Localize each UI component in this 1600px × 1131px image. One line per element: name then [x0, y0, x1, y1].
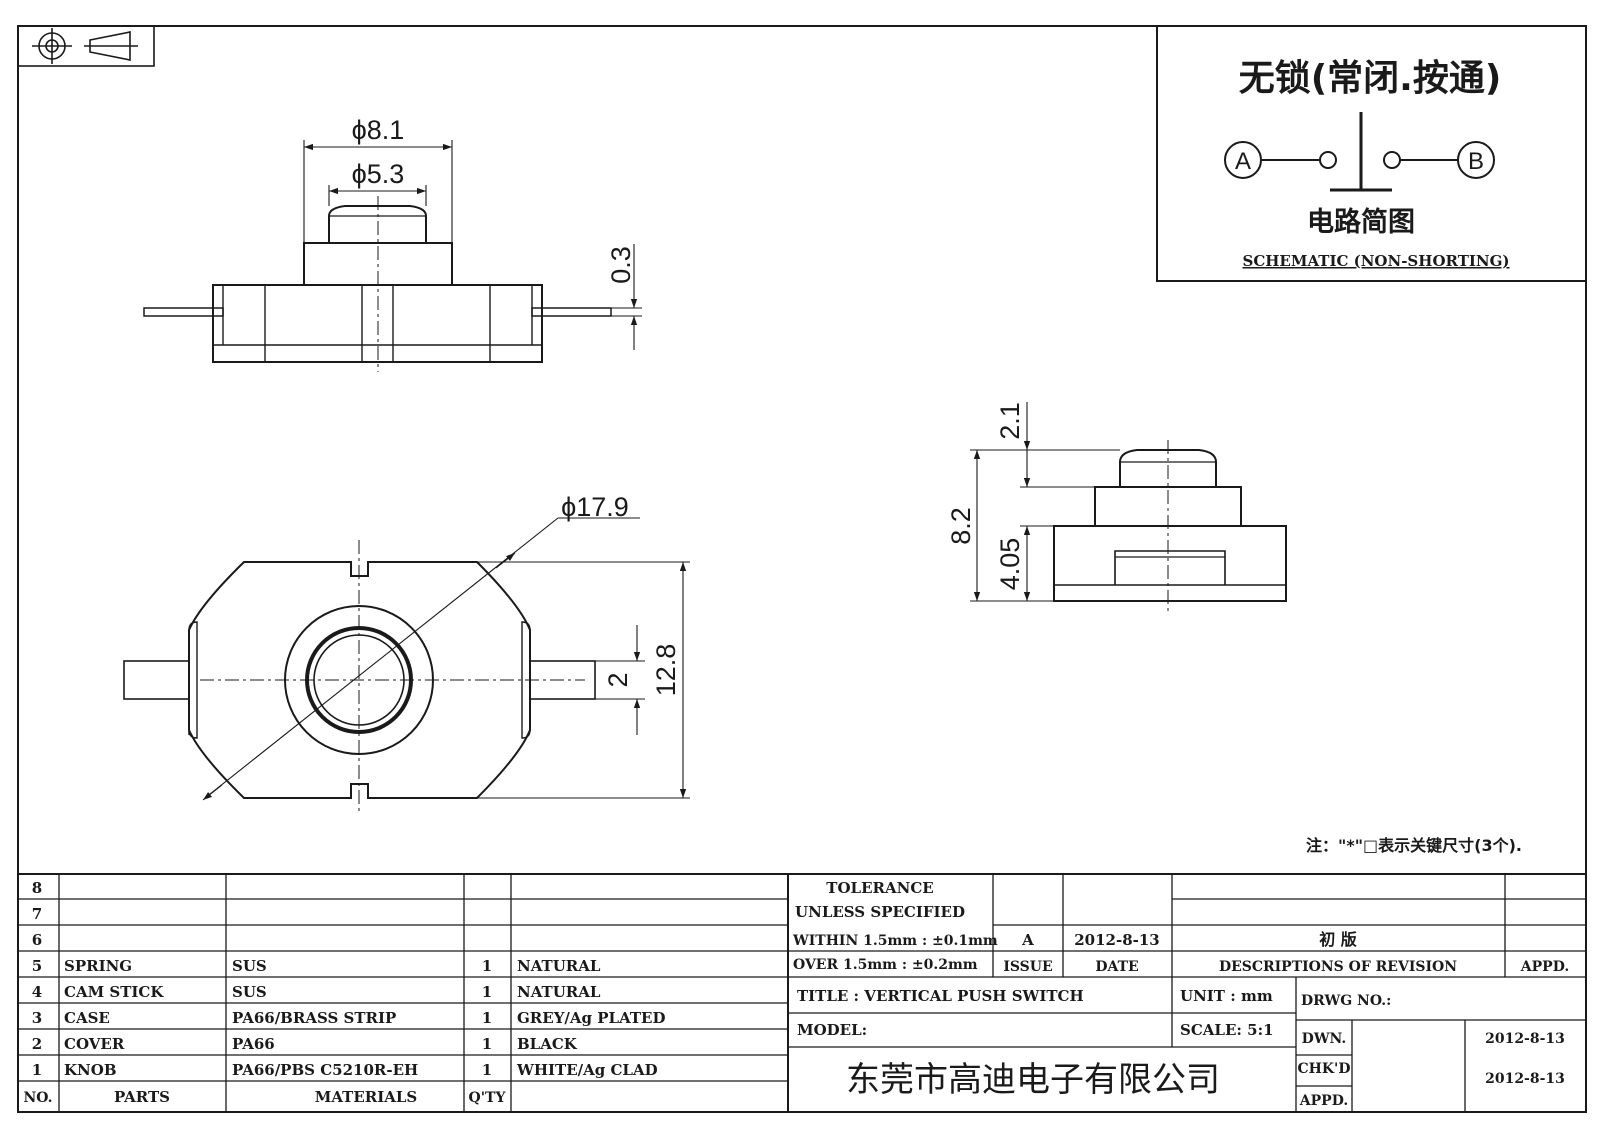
- side-view-dimension-lines: [970, 402, 1120, 602]
- svg-text:1: 1: [482, 1009, 492, 1027]
- svg-text:SUS: SUS: [232, 957, 267, 975]
- svg-text:DATE: DATE: [1095, 959, 1138, 975]
- svg-text:GREY/Ag PLATED: GREY/Ag PLATED: [517, 1009, 666, 1027]
- revision-block: A 2012-8-13 初 版 ISSUE DATE DESCRIPTIONS …: [1003, 930, 1569, 975]
- svg-text:DESCRIPTIONS OF REVISION: DESCRIPTIONS OF REVISION: [1219, 959, 1457, 975]
- svg-text:CHK'D: CHK'D: [1298, 1061, 1351, 1077]
- svg-text:1: 1: [482, 983, 492, 1001]
- svg-text:DRWG NO.:: DRWG NO.:: [1301, 993, 1391, 1009]
- svg-text:5: 5: [32, 957, 42, 975]
- svg-text:APPD.: APPD.: [1520, 959, 1569, 975]
- projection-symbol-icon: [17, 25, 155, 67]
- top-view-centerlines: [200, 540, 585, 815]
- dim-body-diameter: ϕ17.9: [561, 492, 629, 522]
- title-block: TITLE : VERTICAL PUSH SWITCH UNIT : mm D…: [797, 987, 1565, 1109]
- svg-text:PA66/PBS C5210R-EH: PA66/PBS C5210R-EH: [232, 1061, 418, 1079]
- svg-text:DWN.: DWN.: [1302, 1031, 1347, 1047]
- company-name: 东莞市高迪电子有限公司: [846, 1060, 1220, 1100]
- svg-text:MATERIALS: MATERIALS: [315, 1088, 418, 1106]
- tolerance-block: TOLERANCE UNLESS SPECIFIED WITHIN 1.5mm …: [792, 879, 998, 973]
- parts-table: 8 7 6 5 SPRING SUS 1 NATURAL 4 CAM STICK…: [23, 879, 665, 1106]
- svg-text:SUS: SUS: [232, 983, 267, 1001]
- svg-text:BLACK: BLACK: [517, 1035, 578, 1053]
- svg-text:1: 1: [482, 957, 492, 975]
- svg-text:2: 2: [32, 1035, 42, 1053]
- svg-text:2012-8-13: 2012-8-13: [1485, 1071, 1565, 1087]
- svg-text:NATURAL: NATURAL: [517, 957, 601, 975]
- svg-text:1: 1: [32, 1061, 42, 1079]
- svg-text:PA66/BRASS STRIP: PA66/BRASS STRIP: [232, 1009, 396, 1027]
- side-view: [1053, 449, 1287, 602]
- svg-text:3: 3: [32, 1009, 42, 1027]
- svg-text:SCALE: 5:1: SCALE: 5:1: [1180, 1021, 1274, 1039]
- svg-text:WITHIN 1.5mm : ±0.1mm: WITHIN 1.5mm : ±0.1mm: [792, 933, 998, 949]
- table-row: 1 KNOB PA66/PBS C5210R-EH 1 WHITE/Ag CLA…: [32, 1061, 658, 1079]
- svg-text:ISSUE: ISSUE: [1003, 959, 1052, 975]
- svg-text:TOLERANCE: TOLERANCE: [826, 879, 933, 897]
- svg-text:NO.: NO.: [23, 1090, 52, 1106]
- title-block-grid: [18, 873, 1586, 1112]
- svg-text:8: 8: [32, 879, 42, 897]
- svg-text:2012-8-13: 2012-8-13: [1074, 931, 1160, 949]
- terminal-b-label: B: [1468, 148, 1484, 175]
- svg-text:PARTS: PARTS: [114, 1088, 170, 1106]
- svg-text:2012-8-13: 2012-8-13: [1485, 1031, 1565, 1047]
- table-row: 6: [32, 931, 42, 949]
- svg-text:MODEL:: MODEL:: [797, 1021, 867, 1039]
- table-header: NO. PARTS MATERIALS Q'TY: [23, 1088, 506, 1106]
- schematic-caption-cn: 电路简图: [1307, 206, 1415, 238]
- table-row: 7: [32, 905, 42, 923]
- table-row: 4 CAM STICK SUS 1 NATURAL: [32, 983, 601, 1001]
- terminal-a-label: A: [1235, 148, 1251, 175]
- table-row: 2 COVER PA66 1 BLACK: [32, 1035, 578, 1053]
- svg-text:KNOB: KNOB: [64, 1061, 117, 1079]
- drawing-title: TITLE : VERTICAL PUSH SWITCH: [797, 987, 1084, 1005]
- schematic-title: 无锁(常闭.按通): [1239, 58, 1502, 99]
- dim-base-height: 4.05: [995, 538, 1025, 591]
- svg-text:WHITE/Ag CLAD: WHITE/Ag CLAD: [516, 1061, 658, 1079]
- dim-knob-travel: 2.1: [995, 402, 1025, 440]
- schematic-caption-en: SCHEMATIC (NON-SHORTING): [1242, 252, 1509, 270]
- dim-terminal-thickness: 0.3: [606, 246, 636, 284]
- svg-text:7: 7: [32, 905, 42, 923]
- schematic-box: 无锁(常闭.按通) A B 电路简图 SCHEMATIC (NON-SHORTI…: [1156, 25, 1587, 282]
- svg-text:UNIT : mm: UNIT : mm: [1180, 987, 1273, 1005]
- front-view-dimension-lines: [303, 140, 642, 350]
- svg-text:COVER: COVER: [64, 1035, 125, 1053]
- svg-text:初 版: 初 版: [1319, 930, 1357, 949]
- table-row: 3 CASE PA66/BRASS STRIP 1 GREY/Ag PLATED: [32, 1009, 666, 1027]
- svg-text:SPRING: SPRING: [64, 957, 132, 975]
- svg-text:CAM STICK: CAM STICK: [64, 983, 164, 1001]
- table-row: 5 SPRING SUS 1 NATURAL: [32, 957, 601, 975]
- dim-top-inner-diameter: ϕ5.3: [352, 159, 405, 189]
- svg-text:OVER 1.5mm : ±0.2mm: OVER 1.5mm : ±0.2mm: [793, 957, 978, 973]
- table-row: 8: [32, 879, 42, 897]
- svg-text:APPD.: APPD.: [1299, 1093, 1348, 1109]
- svg-text:4: 4: [32, 983, 42, 1001]
- dim-overall-height: 8.2: [946, 507, 976, 545]
- svg-text:PA66: PA66: [232, 1035, 275, 1053]
- dim-top-outer-diameter: ϕ8.1: [352, 115, 405, 145]
- svg-text:NATURAL: NATURAL: [517, 983, 601, 1001]
- svg-text:CASE: CASE: [64, 1009, 110, 1027]
- svg-text:6: 6: [32, 931, 42, 949]
- drawing-note: 注："*"□表示关键尺寸(3个).: [1306, 836, 1522, 855]
- svg-text:Q'TY: Q'TY: [469, 1090, 507, 1106]
- dim-terminal-width: 2: [603, 672, 633, 687]
- dim-body-height: 12.8: [651, 644, 681, 697]
- svg-text:1: 1: [482, 1061, 492, 1079]
- sheet-border: [17, 25, 1587, 1113]
- svg-text:1: 1: [482, 1035, 492, 1053]
- svg-text:UNLESS SPECIFIED: UNLESS SPECIFIED: [795, 903, 965, 921]
- svg-text:A: A: [1021, 931, 1034, 949]
- top-view-dimension-lines: [202, 517, 690, 801]
